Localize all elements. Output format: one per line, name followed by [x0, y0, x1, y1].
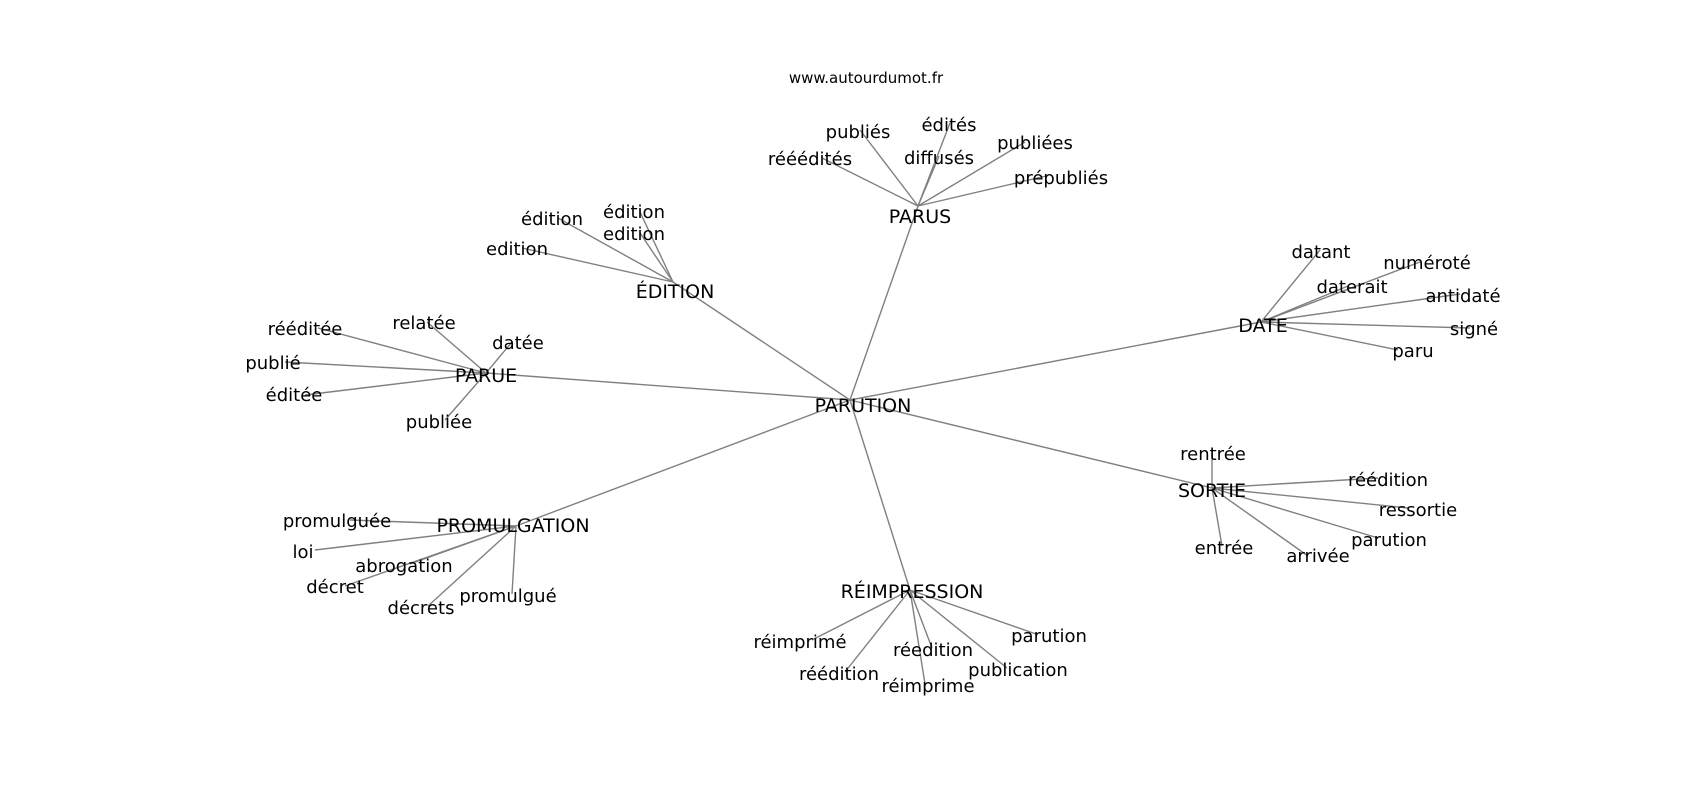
graph-edges [284, 122, 1471, 685]
edge-hub-to-leaf [1211, 487, 1223, 547]
leaf-label: numéroté [1383, 253, 1471, 274]
edge-hub-to-leaf [521, 247, 674, 283]
edge-hub-to-leaf [317, 327, 487, 374]
leaf-label: réédition [1348, 470, 1428, 491]
leaf-label: publication [968, 660, 1068, 681]
leaf-label: entrée [1195, 538, 1254, 559]
edge-hub-to-leaf [1260, 285, 1349, 323]
leaf-label: édition [521, 209, 583, 230]
leaf-label: éditée [266, 385, 323, 406]
edge-hub-to-leaf [859, 129, 919, 207]
edge-root-to-hub [515, 399, 851, 527]
edge-hub-to-leaf [349, 519, 517, 527]
edge-hub-to-leaf [909, 589, 1037, 635]
leaf-label: réimprime [881, 676, 974, 697]
edge-hub-to-leaf [1260, 261, 1421, 323]
leaf-label: parution [1011, 626, 1087, 647]
edge-hub-to-leaf [1260, 293, 1461, 323]
edge-hub-to-leaf [844, 589, 911, 673]
leaf-label: parution [1351, 530, 1427, 551]
leaf-label: relatée [392, 313, 455, 334]
edge-hub-to-leaf [427, 525, 517, 607]
leaf-label: décrets [388, 598, 455, 619]
leaf-label: paru [1392, 341, 1433, 362]
leaf-label: signé [1450, 319, 1498, 340]
leaf-label: edition [603, 224, 665, 245]
leaf-label: prépubliés [1014, 168, 1108, 189]
edge-hub-to-leaf [284, 361, 487, 374]
leaf-label: daterait [1316, 277, 1387, 298]
hub-label-parus: PARUS [889, 206, 951, 228]
hub-label-edition: ÉDITION [636, 280, 715, 303]
edge-hub-to-leaf [909, 589, 933, 649]
edge-root-to-hub [849, 399, 1213, 489]
leaf-label: édition [603, 202, 665, 223]
edge-hub-to-leaf [1211, 487, 1379, 539]
leaf-label: ressortie [1379, 500, 1457, 521]
root-node-label: PARUTION [815, 395, 912, 417]
edge-hub-to-leaf [821, 157, 919, 207]
edge-hub-to-leaf [1260, 321, 1471, 329]
edge-hub-to-leaf [811, 589, 911, 641]
edge-hub-to-leaf [917, 141, 1026, 207]
leaf-label: rééédités [768, 149, 852, 170]
edge-root-to-hub [849, 205, 919, 401]
edge-hub-to-leaf [511, 525, 517, 595]
graph-labels: www.autourdumot.fr PARUTION PARUS publié… [245, 69, 1500, 697]
leaf-label: arrivée [1286, 546, 1349, 567]
edge-root-to-hub [849, 321, 1262, 401]
edge-root-to-hub [849, 399, 911, 591]
edge-root-to-hub [485, 372, 851, 401]
hub-label-date: DATE [1238, 315, 1287, 337]
leaf-label: publié [245, 353, 300, 374]
leaf-label: loi [292, 542, 313, 563]
leaf-label: édités [921, 115, 976, 136]
leaf-label: publiées [997, 133, 1073, 154]
leaf-label: décret [306, 577, 364, 598]
edge-hub-to-leaf [1211, 477, 1379, 489]
edge-hub-to-leaf [917, 175, 1047, 207]
leaf-label: rééditée [268, 319, 343, 340]
leaf-label: edition [486, 239, 548, 260]
edge-hub-to-leaf [1211, 487, 1309, 557]
edge-hub-to-leaf [1211, 487, 1409, 509]
leaf-label: réimprimé [753, 632, 846, 653]
edge-root-to-hub [672, 281, 851, 401]
source-credit: www.autourdumot.fr [789, 69, 944, 87]
leaf-label: réedition [893, 640, 973, 661]
edge-hub-to-leaf [917, 155, 940, 207]
edge-hub-to-leaf [1260, 249, 1321, 323]
edge-hub-to-leaf [639, 232, 674, 283]
leaf-label: rentrée [1180, 444, 1246, 465]
leaf-label: datée [492, 333, 544, 354]
leaf-label: antidaté [1425, 286, 1500, 307]
leaf-label: promulguée [283, 511, 391, 532]
edge-hub-to-leaf [304, 372, 487, 396]
leaf-label: réédition [799, 664, 879, 685]
edge-hub-to-leaf [557, 217, 674, 283]
hub-label-promulgation: PROMULGATION [436, 515, 589, 537]
leaf-label: promulgué [459, 586, 556, 607]
leaf-label: diffusés [904, 148, 974, 169]
leaf-label: publiée [406, 412, 472, 433]
edge-hub-to-leaf [314, 525, 517, 551]
hub-label-parue: PARUE [455, 365, 517, 387]
edge-hub-to-leaf [909, 589, 1008, 669]
hub-label-sortie: SORTIE [1178, 480, 1246, 502]
edge-hub-to-leaf [639, 211, 674, 283]
leaf-label: abrogation [355, 556, 452, 577]
hub-label-reimpression: RÉIMPRESSION [841, 580, 984, 603]
edge-hub-to-leaf [426, 321, 487, 374]
edge-hub-to-leaf [1260, 321, 1399, 351]
edge-hub-to-leaf [485, 341, 513, 374]
edge-hub-to-leaf [909, 589, 926, 685]
leaf-label: datant [1291, 242, 1350, 263]
edge-hub-to-leaf [444, 372, 487, 421]
edge-hub-to-leaf [344, 525, 517, 587]
leaf-label: publiés [826, 122, 891, 143]
